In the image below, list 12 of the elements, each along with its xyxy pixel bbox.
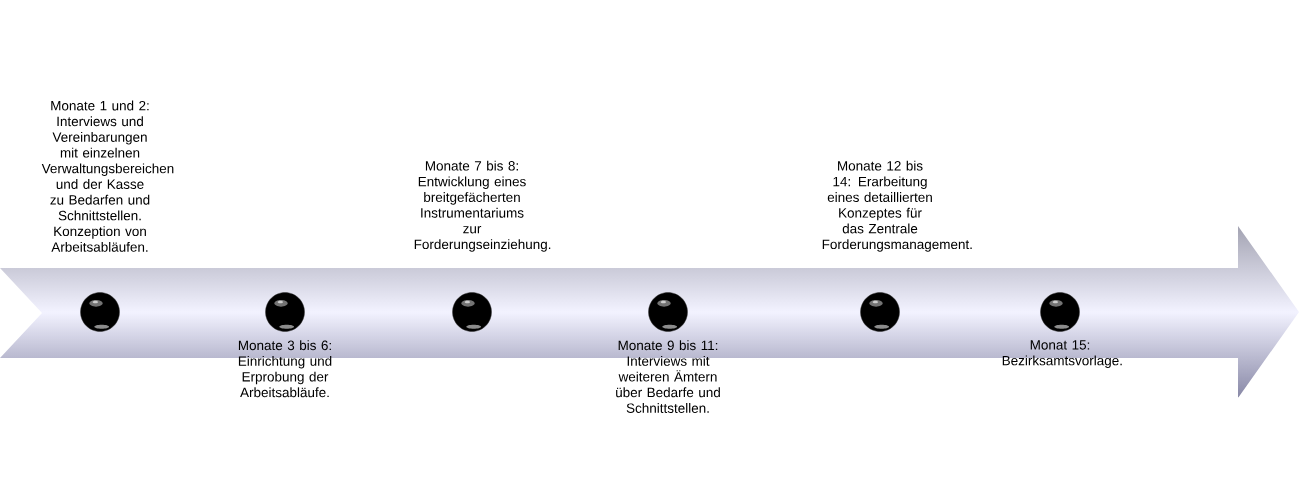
milestone-text: Monate 7 bis 8: Entwicklung eines breitgefächerten Instrumentariums zur Forderungseinziehung. [414, 160, 551, 252]
timeline-dot [265, 292, 305, 332]
milestone-text: Monate 3 bis 6: Einrichtung und Erprobung der Arbeitsabläufe. [238, 340, 332, 398]
timeline-dot [452, 292, 492, 332]
milestone-text: Monat 15: Bezirksamtsvorlage. [1002, 340, 1122, 368]
milestone-text: Monate 12 bis 14: Erarbeitung eines detaillierten Konzeptes für das Zentrale Forderungsmanagement. [822, 160, 972, 252]
milestone-text: Monate 9 bis 11: Interviews mit weiteren Ämtern über Bedarfe und Schnittstellen. [616, 340, 720, 413]
milestone-text: Monate 1 und 2: Interviews und Vereinbarungen mit einzelnen Verwaltungsbereichen und der Kasse zu Bedarfen und Schnittstellen. Konzeption von Arbeitsabläufen. [41, 100, 174, 252]
timeline-dot [860, 292, 900, 332]
timeline-dot [1040, 292, 1080, 332]
timeline-dot [80, 292, 120, 332]
timeline-dot [648, 292, 688, 332]
